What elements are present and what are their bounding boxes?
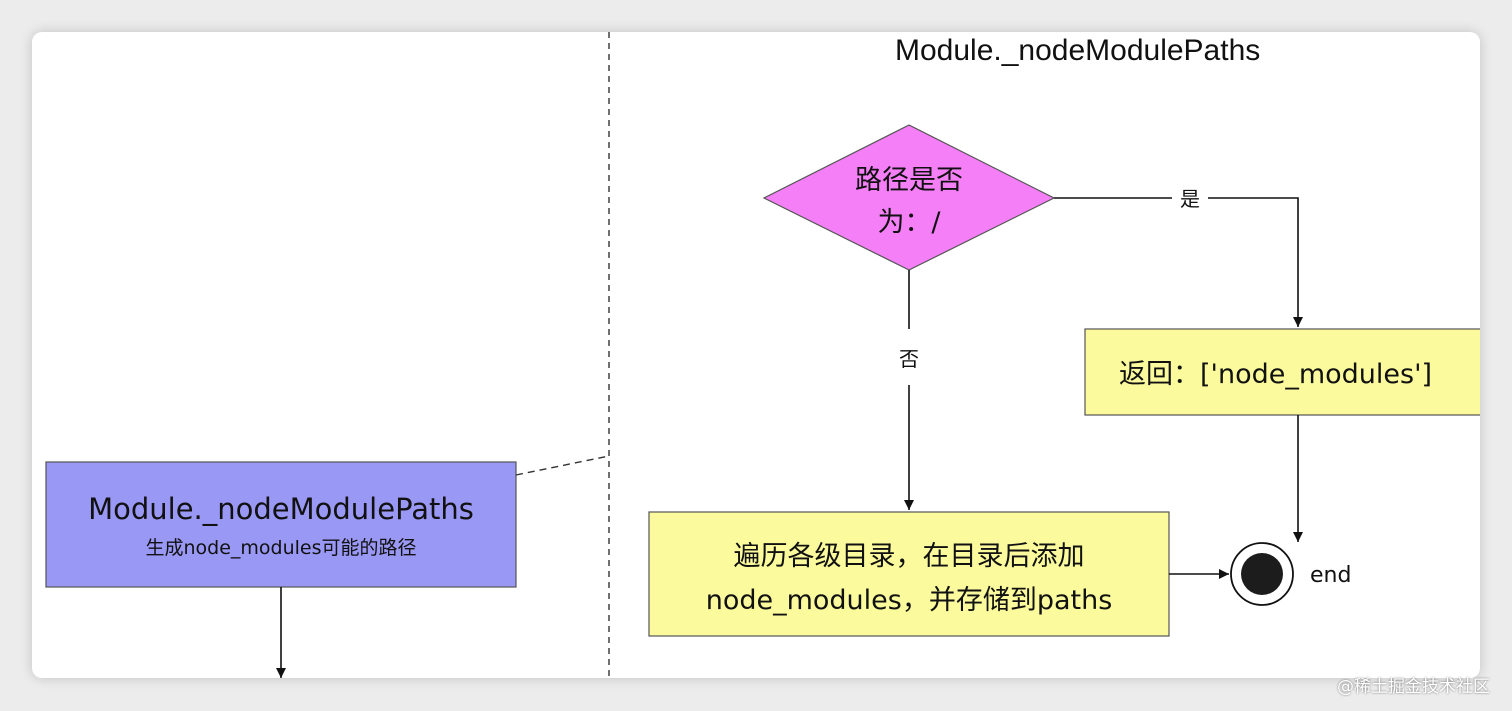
module-box-name: Module._nodeModulePaths [88,492,474,526]
process-box-line2: node_modules，并存储到paths [706,585,1113,616]
edge-no-label-bg [890,329,928,385]
module-box-description: 生成node_modules可能的路径 [145,537,416,559]
edge-yes-label: 是 [1180,187,1200,211]
end-label: end [1310,563,1351,588]
watermark: @稀土掘金技术社区 [1337,677,1490,697]
module-box [45,461,517,588]
flowchart: Module._nodeModulePaths Module._nodeModu… [45,32,1480,678]
process-box [648,511,1170,637]
diagram-canvas: Module._nodeModulePaths Module._nodeModu… [32,32,1480,678]
edge-yes-label-bg [1172,182,1208,214]
end-node-inner [1241,553,1283,595]
decision-text-line2: 为：/ [877,207,941,238]
decision-text-line1: 路径是否 [855,165,963,196]
return-box-text: 返回：['node_modules'] [1119,359,1432,390]
process-box-line1: 遍历各级目录，在目录后添加 [734,541,1085,572]
decision-diamond [762,124,1056,271]
lane-title: Module._nodeModulePaths [895,34,1260,67]
module-lane-connector [515,455,610,476]
edge-no-label: 否 [899,347,919,371]
edge-yes [1054,197,1303,327]
return-box [1084,328,1480,416]
